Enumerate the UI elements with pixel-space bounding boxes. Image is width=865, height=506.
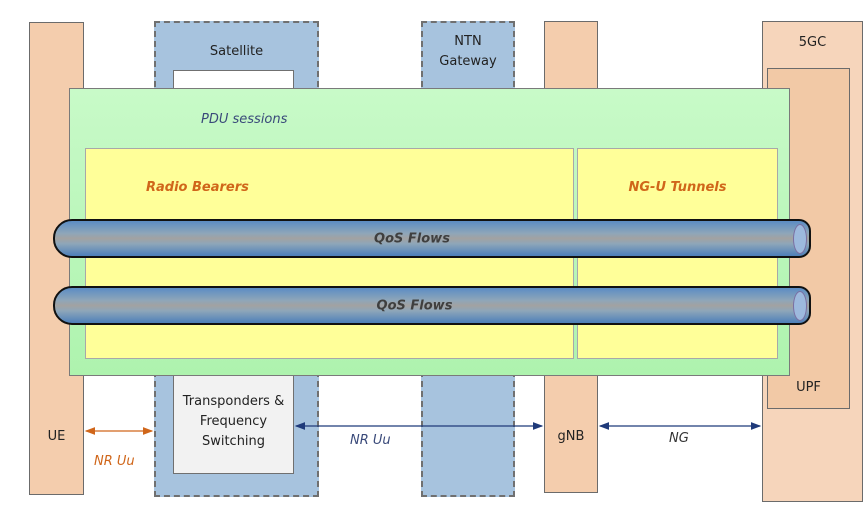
transponders-box: Transponders & Frequency Switching xyxy=(173,372,294,474)
pdu-sessions-label: PDU sessions xyxy=(201,112,288,127)
transponders-line-2: Frequency xyxy=(199,414,268,429)
5gc-label: 5GC xyxy=(798,35,827,50)
gnb-label: gNB xyxy=(557,429,585,444)
satellite-label: Satellite xyxy=(209,44,264,59)
ngu-tunnels-label: NG-U Tunnels xyxy=(628,180,727,195)
pipe-end-icon xyxy=(793,223,807,254)
radio-bearers-label: Radio Bearers xyxy=(146,180,249,195)
qos-flow-pipe-1: QoS Flows xyxy=(53,219,811,258)
qos-flow-label-1: QoS Flows xyxy=(374,231,450,246)
ntn-gateway-line-2: Gateway xyxy=(439,54,497,69)
transponders-line-3: Switching xyxy=(201,434,266,449)
upf-label: UPF xyxy=(796,380,821,395)
transponders-line-1: Transponders & xyxy=(182,394,285,409)
qos-flow-label-2: QoS Flows xyxy=(376,298,453,313)
ue-satellite-link-label: NR Uu xyxy=(94,454,135,469)
ntn-gateway-line-1: NTN xyxy=(454,34,482,49)
satellite-payload-top xyxy=(173,70,294,90)
satellite-gnb-link-label: NR Uu xyxy=(350,433,391,448)
ue-label: UE xyxy=(47,429,66,444)
qos-flow-pipe-2: QoS Flows xyxy=(53,286,811,325)
gnb-5gc-link-label: NG xyxy=(669,431,689,446)
pipe-end-icon xyxy=(793,290,807,321)
